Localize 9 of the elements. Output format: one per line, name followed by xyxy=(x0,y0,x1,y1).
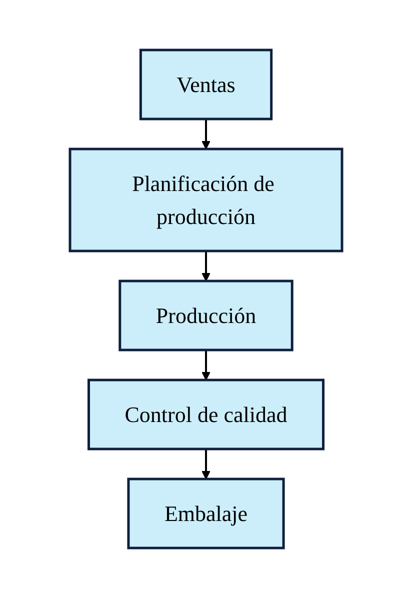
arrow xyxy=(201,449,210,480)
node-box: Ventas xyxy=(138,48,272,120)
arrow xyxy=(201,119,210,150)
arrow xyxy=(201,251,210,282)
arrow xyxy=(201,350,210,380)
node-box: Planificación de producción xyxy=(68,148,343,252)
node-box: Producción xyxy=(118,280,293,352)
node-box: Embalaje xyxy=(126,478,284,550)
node-box: Control de calidad xyxy=(87,378,324,450)
